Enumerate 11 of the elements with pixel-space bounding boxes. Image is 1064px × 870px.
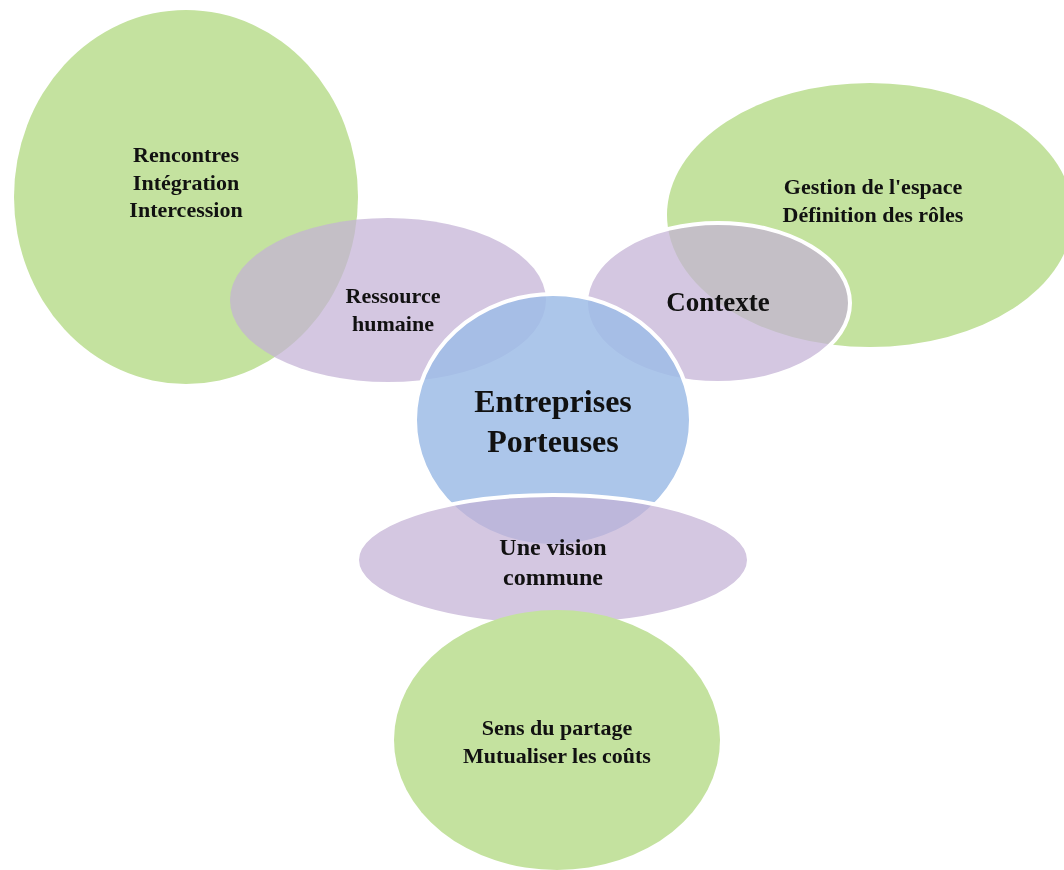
- node-text: Rencontres: [133, 140, 239, 169]
- node-text: Mutualiser les coûts: [463, 741, 651, 769]
- node-text: Une vision commune: [498, 533, 608, 592]
- node-text: Contexte: [666, 286, 770, 320]
- node-text: Intercession: [129, 195, 243, 224]
- node-text: Intégration: [132, 168, 240, 196]
- node-text: Entreprises Porteuses: [473, 382, 633, 461]
- node-text: Gestion de l'espace: [783, 172, 963, 200]
- node-text: Ressource humaine: [344, 281, 442, 337]
- node-text: Sens du partage: [481, 713, 633, 741]
- node-text: Définition des rôles: [782, 200, 964, 228]
